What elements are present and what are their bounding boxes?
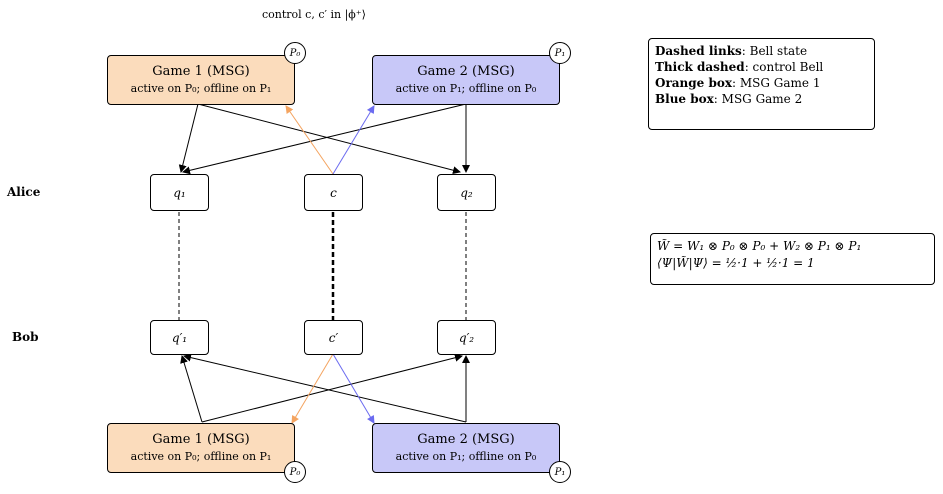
- control-wire-alice-c-to-game2: [332, 105, 375, 175]
- bob-q2-node: q′₂: [437, 320, 496, 355]
- alice-q2-node: q₂: [437, 174, 496, 211]
- arrow-game2-to-alice-q1: [182, 103, 467, 175]
- arrow-game1-to-alice-q2: [197, 103, 461, 175]
- arrow-bgame1-to-bob-q2: [201, 353, 463, 423]
- game1-top-subtitle: active on P₀; offline on P₁: [130, 82, 272, 95]
- bob-c-node: c′: [304, 320, 363, 355]
- legend-box: Dashed links: Bell state Thick dashed: c…: [648, 38, 875, 130]
- game1-top-box: Game 1 (MSG) active on P₀; offline on P₁: [107, 55, 295, 105]
- game2-bottom-projector-badge: P₁: [549, 461, 571, 483]
- alice-q1-node: q₁: [150, 174, 209, 211]
- game1-top-title: Game 1 (MSG): [152, 64, 250, 79]
- legend-entry: Thick dashed: control Bell: [655, 59, 868, 75]
- game1-bottom-projector-badge: P₀: [284, 461, 306, 483]
- witness-formula-box: W̃ = W₁ ⊗ P₀ ⊗ P₀ + W₂ ⊗ P₁ ⊗ P₁ ⟨Ψ|W̃|Ψ…: [650, 233, 935, 285]
- legend-text: : control Bell: [744, 60, 824, 74]
- legend-entry: Blue box: MSG Game 2: [655, 91, 868, 107]
- game2-top-title: Game 2 (MSG): [417, 64, 515, 79]
- game1-bottom-box: Game 1 (MSG) active on P₀; offline on P₁: [107, 423, 295, 473]
- game2-top-projector-badge: P₁: [549, 42, 571, 64]
- arrow-game1-to-alice-q1: [178, 103, 199, 173]
- arrow-bgame2-to-bob-q1: [183, 353, 467, 423]
- control-wire-alice-c-to-game1: [285, 105, 334, 175]
- control-caption: control c, c′ in |ϕ⁺⟩: [262, 8, 366, 21]
- witness-formula-line2: ⟨Ψ|W̃|Ψ⟩ = ½·1 + ½·1 = 1: [657, 256, 815, 270]
- game1-bottom-subtitle: active on P₀; offline on P₁: [130, 450, 272, 463]
- legend-text: : Bell state: [741, 44, 808, 58]
- game2-top-subtitle: active on P₁; offline on P₀: [395, 82, 537, 95]
- legend-entry: Orange box: MSG Game 1: [655, 75, 868, 91]
- game1-top-projector-badge: P₀: [284, 42, 306, 64]
- game2-bottom-title: Game 2 (MSG): [417, 432, 515, 447]
- arrow-bgame1-to-bob-q1: [180, 355, 203, 423]
- game2-bottom-box: Game 2 (MSG) active on P₁; offline on P₀: [372, 423, 560, 473]
- game1-bottom-title: Game 1 (MSG): [152, 432, 250, 447]
- legend-key: Dashed links: [655, 44, 742, 58]
- alice-label: Alice: [7, 185, 41, 199]
- legend-text: : MSG Game 2: [713, 92, 803, 106]
- legend-entry: Dashed links: Bell state: [655, 43, 868, 59]
- witness-formula-line1: W̃ = W₁ ⊗ P₀ ⊗ P₀ + W₂ ⊗ P₁ ⊗ P₁: [657, 239, 862, 253]
- control-wire-bob-c-to-game1: [291, 353, 334, 424]
- control-wire-bob-c-to-game2: [332, 353, 375, 424]
- game2-top-box: Game 2 (MSG) active on P₁; offline on P₀: [372, 55, 560, 105]
- bob-label: Bob: [12, 330, 39, 344]
- legend-text: : MSG Game 1: [732, 76, 821, 90]
- legend-key: Orange box: [655, 76, 733, 90]
- legend-key: Blue box: [655, 92, 714, 106]
- bob-q1-node: q′₁: [150, 320, 209, 355]
- alice-c-node: c: [304, 174, 363, 211]
- legend-key: Thick dashed: [655, 60, 745, 74]
- game2-bottom-subtitle: active on P₁; offline on P₀: [395, 450, 537, 463]
